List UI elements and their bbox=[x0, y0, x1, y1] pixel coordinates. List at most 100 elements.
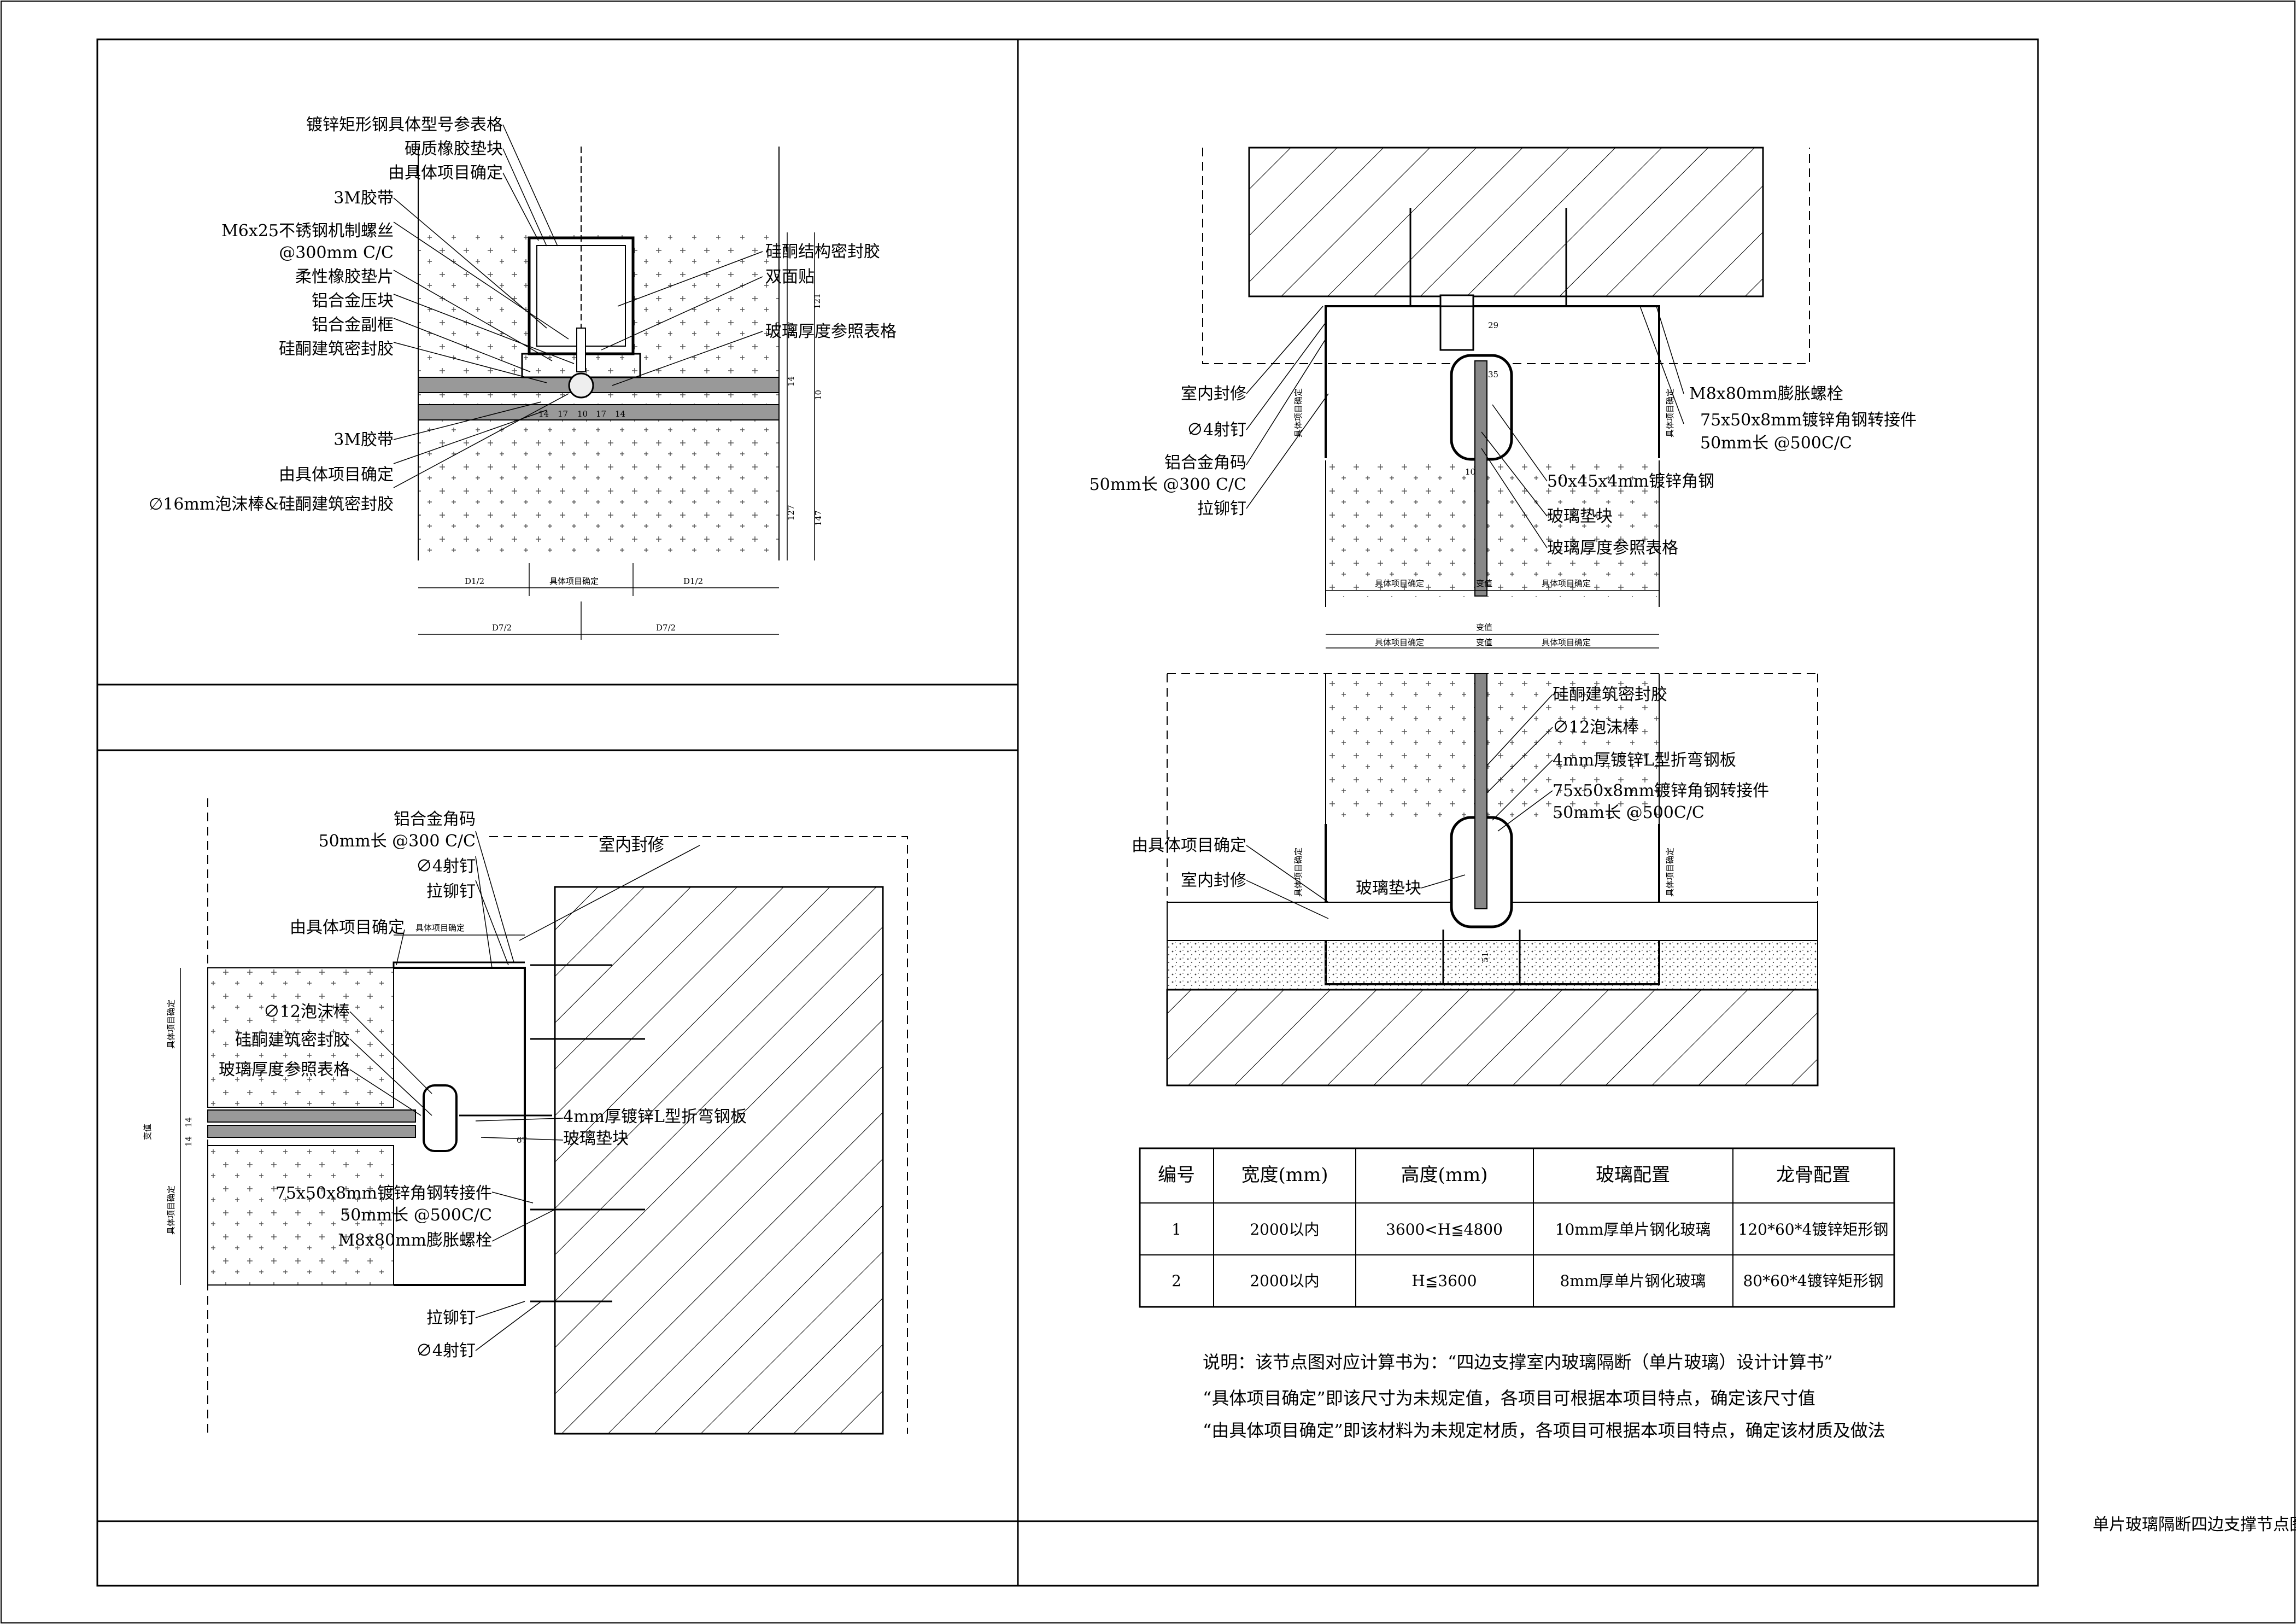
detail-bottom-right: 变值 具体项目确定 具体项目确定 具体项目确定 具体项目确定 51 由具体项目确… bbox=[1132, 638, 1819, 1086]
sheet-title: 单片玻璃隔断四边支撑节点图 bbox=[2093, 1515, 2296, 1534]
dim-v127a: 127 bbox=[786, 322, 796, 337]
dim-v121: 121 bbox=[812, 293, 822, 309]
label-foam-rod: ∅12泡沫棒 bbox=[263, 1002, 350, 1021]
table-cell: 8mm厚单片钢化玻璃 bbox=[1560, 1272, 1706, 1290]
label-l-plate: 4mm厚镀锌L型折弯钢板 bbox=[1553, 751, 1736, 770]
note-2: “具体项目确定”即该尺寸为未规定值，各项目可根据本项目特点，确定该尺寸值 bbox=[1203, 1388, 1815, 1409]
detail-top-left: D1/2 具体项目确定 D1/2 D7/2 D7/2 14 17 10 17 1… bbox=[149, 115, 897, 640]
dim-n17b: 17 bbox=[596, 409, 606, 419]
dim-side1: 具体项目确定 bbox=[166, 1000, 176, 1049]
label-galvanized-steel: 镀锌矩形钢具体型号参表格 bbox=[306, 115, 503, 135]
label-aluminum-angle: 铝合金角码 bbox=[394, 810, 476, 829]
table-header-height: 高度(mm) bbox=[1401, 1164, 1487, 1186]
table-header-frame: 龙骨配置 bbox=[1776, 1164, 1850, 1186]
label-shot-nail: ∅4射钉 bbox=[1187, 420, 1246, 440]
dim-d3: D1/2 bbox=[683, 576, 703, 586]
label-rubber-block: 硬质橡胶垫块 bbox=[405, 139, 503, 159]
label-screw-spacing: @300mm C/C bbox=[279, 243, 394, 262]
dim-mid: 变值 bbox=[143, 1124, 153, 1140]
label-steel-angle-spacing: 50mm长 @500C/C bbox=[1553, 803, 1705, 822]
dim-n14a: 14 bbox=[184, 1117, 194, 1128]
dim-v147: 147 bbox=[813, 510, 823, 526]
table-cell: 3600<H≦4800 bbox=[1386, 1220, 1503, 1239]
label-structural-silicone: 硅酮结构密封胶 bbox=[765, 242, 880, 261]
dim-a: 具体项目确定 bbox=[1375, 638, 1424, 647]
label-shot-nail-2: ∅4射钉 bbox=[416, 1341, 476, 1360]
label-aluminum-subframe: 铝合金副框 bbox=[312, 316, 394, 335]
label-rivet-2: 拉铆钉 bbox=[426, 1308, 476, 1328]
label-silicone-sealant: 硅酮建筑密封胶 bbox=[1553, 685, 1667, 704]
label-project-determined-2: 由具体项目确定 bbox=[279, 465, 394, 484]
label-rivet: 拉铆钉 bbox=[1197, 499, 1246, 518]
label-interior-finish: 室内封修 bbox=[1181, 384, 1246, 404]
label-expansion-bolt: M8x80mm膨胀螺栓 bbox=[1689, 384, 1843, 404]
label-foam-rod: ∅16mm泡沫棒&硅酮建筑密封胶 bbox=[149, 495, 394, 514]
dim-top: 变值 bbox=[1476, 638, 1492, 647]
dim-side2: 具体项目确定 bbox=[1665, 848, 1675, 897]
label-steel-angle: 75x50x8mm镀锌角钢转接件 bbox=[276, 1184, 492, 1203]
label-silicone-sealant: 硅酮建筑密封胶 bbox=[235, 1031, 350, 1050]
label-3m-tape-2: 3M胶带 bbox=[333, 430, 394, 449]
dim-d2: 变值 bbox=[1476, 622, 1492, 632]
dim-c: 具体项目确定 bbox=[1293, 388, 1303, 437]
label-interior-finish: 室内封修 bbox=[1181, 871, 1246, 890]
table-cell: 120*60*4镀锌矩形钢 bbox=[1738, 1220, 1889, 1239]
dim-v10: 10 bbox=[813, 390, 823, 400]
dim-d1: D1/2 bbox=[465, 576, 484, 586]
label-double-sided-tape: 双面贴 bbox=[765, 267, 815, 287]
label-l-plate: 4mm厚镀锌L型折弯钢板 bbox=[563, 1107, 747, 1126]
dim-d4: D7/2 bbox=[492, 623, 512, 633]
table-header-id: 编号 bbox=[1158, 1164, 1195, 1186]
label-angle-spacing: 50mm长 @300 C/C bbox=[319, 832, 476, 851]
table-cell: 2 bbox=[1172, 1272, 1181, 1290]
dim-b: 具体项目确定 bbox=[1542, 579, 1591, 588]
label-rivet: 拉铆钉 bbox=[426, 882, 476, 901]
dim-d5: D7/2 bbox=[656, 623, 676, 633]
dim-top: 具体项目确定 bbox=[415, 923, 465, 933]
spec-table: 编号 宽度(mm) 高度(mm) 玻璃配置 龙骨配置 1 2000以内 3600… bbox=[1139, 1147, 1895, 1308]
label-aluminum-angle: 铝合金角码 bbox=[1164, 453, 1246, 472]
notes: 说明：该节点图对应计算书为：“四边支撑室内玻璃隔断（单片玻璃）设计计算书” “具… bbox=[1203, 1352, 1885, 1441]
label-glass-thickness: 玻璃厚度参照表格 bbox=[219, 1060, 350, 1079]
dim-v127b: 127 bbox=[786, 505, 796, 521]
label-expansion-bolt: M8x80mm膨胀螺栓 bbox=[338, 1231, 492, 1250]
dim-c: 具体项目确定 bbox=[1542, 638, 1591, 647]
dim-n10: 10 bbox=[577, 409, 588, 419]
label-glass-thickness: 玻璃厚度参照表格 bbox=[765, 322, 897, 341]
table-header-glass: 玻璃配置 bbox=[1596, 1164, 1670, 1186]
label-project-determined: 由具体项目确定 bbox=[290, 918, 405, 937]
dim-f: 35 bbox=[1488, 370, 1498, 379]
label-steel-angle: 75x50x8mm镀锌角钢转接件 bbox=[1700, 411, 1917, 430]
label-silicone-sealant: 硅酮建筑密封胶 bbox=[279, 340, 394, 359]
note-3: “由具体项目确定”即该材料为未规定材质，各项目可根据本项目特点，确定该材质及做法 bbox=[1203, 1420, 1885, 1441]
label-glass-block: 玻璃垫块 bbox=[1547, 507, 1613, 526]
label-screw: M6x25不锈钢机制螺丝 bbox=[221, 221, 394, 241]
dim-c2: 具体项目确定 bbox=[1665, 388, 1675, 437]
label-rubber-gasket: 柔性橡胶垫片 bbox=[295, 267, 394, 287]
dim-d: 变值 bbox=[1476, 579, 1492, 588]
table-cell: 10mm厚单片钢化玻璃 bbox=[1555, 1220, 1711, 1239]
dim-n14a: 14 bbox=[538, 409, 549, 419]
dim-e: 10 bbox=[1465, 467, 1475, 477]
label-angle-spacing: 50mm长 @300 C/C bbox=[1090, 475, 1246, 494]
table-cell: 2000以内 bbox=[1250, 1220, 1319, 1239]
detail-bottom-left: 具体项目确定 具体项目确定 具体项目确定 变值 14 14 67 铝合金角码 5… bbox=[143, 798, 908, 1435]
label-glass-block: 玻璃垫块 bbox=[1356, 879, 1421, 898]
dim-n14b: 14 bbox=[615, 409, 625, 419]
label-glass-thickness: 玻璃厚度参照表格 bbox=[1547, 539, 1678, 558]
dim-n14b: 14 bbox=[184, 1136, 194, 1147]
label-3m-tape: 3M胶带 bbox=[333, 189, 394, 208]
dim-v51: 51 bbox=[1480, 952, 1490, 962]
dim-side1: 具体项目确定 bbox=[1293, 848, 1303, 897]
table-cell: 1 bbox=[1172, 1220, 1181, 1239]
label-galvanized-angle: 50x45x4mm镀锌角钢 bbox=[1547, 472, 1714, 491]
detail-top-right: 具体项目确定 具体项目确定 变值 变值 具体项目确定 具体项目确定 10 35 … bbox=[1090, 147, 1917, 635]
label-glass-block: 玻璃垫块 bbox=[563, 1129, 629, 1148]
dim-n67: 67 bbox=[517, 1135, 527, 1145]
dim-side2: 具体项目确定 bbox=[166, 1185, 176, 1235]
label-project-determined: 由具体项目确定 bbox=[1132, 836, 1246, 855]
dim-d2: 具体项目确定 bbox=[549, 576, 599, 586]
label-steel-angle-spacing: 50mm长 @500C/C bbox=[340, 1206, 492, 1225]
